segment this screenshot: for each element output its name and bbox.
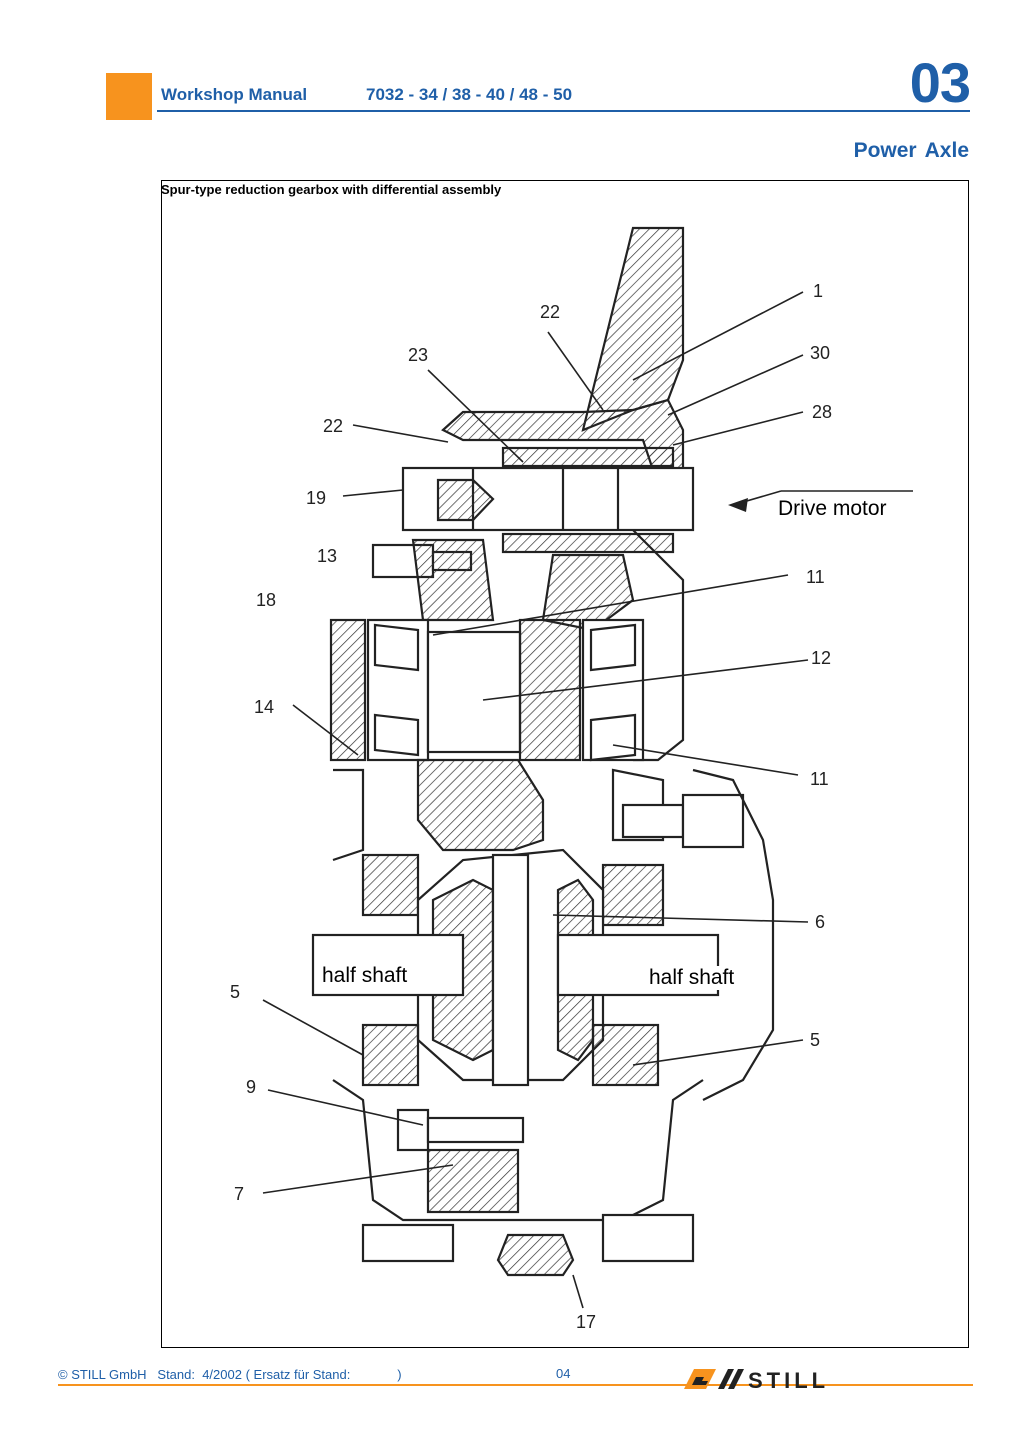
figure-caption: Spur-type reduction gearbox with differe… xyxy=(161,182,502,197)
chapter-number: 03 xyxy=(909,51,971,114)
callout-22-left: 22 xyxy=(323,416,344,436)
callout-13: 13 xyxy=(317,546,338,566)
callout-11-top: 11 xyxy=(806,567,825,587)
callout-6: 6 xyxy=(815,912,826,932)
callout-5-right: 5 xyxy=(810,1030,821,1050)
gearbox-drawing xyxy=(262,226,913,1309)
callout-17: 17 xyxy=(576,1312,597,1332)
callout-11-bottom: 11 xyxy=(810,769,829,789)
callout-14: 14 xyxy=(254,697,275,717)
callout-12: 12 xyxy=(811,648,832,668)
figure-frame xyxy=(161,180,969,1348)
footer-rule xyxy=(58,1384,973,1386)
half-shaft-left-label: half shaft xyxy=(320,964,410,988)
callout-23: 23 xyxy=(408,345,429,365)
page-number: 04 xyxy=(556,1366,571,1381)
callout-7: 7 xyxy=(234,1184,245,1204)
callout-1: 1 xyxy=(813,281,824,301)
callout-5-left: 5 xyxy=(230,982,241,1002)
brand-orange-square xyxy=(106,73,152,120)
drive-motor-label: Drive motor xyxy=(776,497,889,521)
callout-18: 18 xyxy=(256,590,277,610)
callout-30: 30 xyxy=(810,343,831,363)
model-range: 7032 - 34 / 38 - 40 / 48 - 50 xyxy=(366,85,573,104)
footer-copyright: © STILL GmbH Stand: 4/2002 ( Ersatz für … xyxy=(58,1367,402,1382)
logo-text: STILL xyxy=(748,1368,829,1391)
header-rule xyxy=(157,110,970,112)
manual-title: Workshop Manual xyxy=(161,85,308,104)
callout-22-top: 22 xyxy=(540,302,561,322)
callout-19: 19 xyxy=(306,488,327,508)
half-shaft-right-label: half shaft xyxy=(647,966,737,990)
callout-9: 9 xyxy=(246,1077,257,1097)
callout-28: 28 xyxy=(812,402,833,422)
still-logo: STILL xyxy=(684,1368,829,1391)
section-title: Power Axle xyxy=(853,139,969,162)
